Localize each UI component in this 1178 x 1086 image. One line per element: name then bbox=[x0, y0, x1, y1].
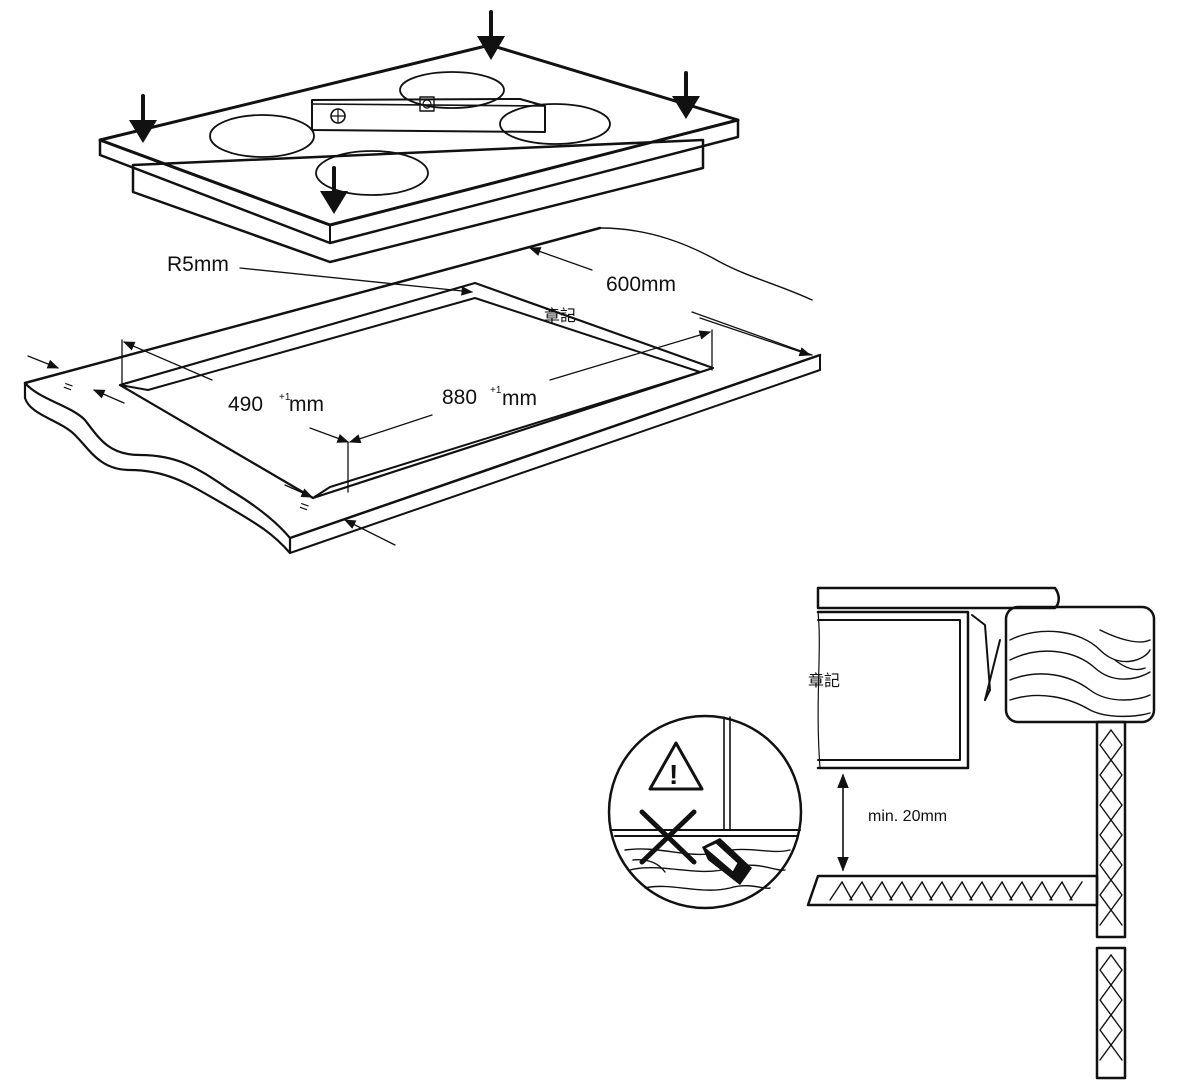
length-label: 880 +1 mm bbox=[442, 385, 537, 410]
depth-label: 600mm bbox=[606, 273, 676, 296]
equal-bottom-label: = bbox=[297, 498, 312, 517]
prohibited-x-icon bbox=[639, 809, 697, 865]
svg-text:+1: +1 bbox=[490, 385, 502, 396]
svg-text:mm: mm bbox=[502, 387, 537, 410]
down-arrow-icon bbox=[477, 10, 505, 60]
svg-text:mm: mm bbox=[289, 393, 324, 416]
svg-text:+1: +1 bbox=[279, 392, 291, 403]
spirit-level-icon bbox=[311, 96, 546, 133]
insertion-arrow-icon bbox=[702, 838, 752, 885]
down-arrow-icon bbox=[672, 71, 700, 119]
width-label: 490 +1 mm bbox=[228, 392, 324, 416]
radius-label: R5mm bbox=[167, 253, 229, 276]
equal-left-label: = bbox=[61, 378, 76, 397]
svg-text:!: ! bbox=[669, 759, 678, 790]
svg-text:880: 880 bbox=[442, 386, 477, 409]
cooking-zone-back bbox=[399, 71, 505, 109]
svg-text:490: 490 bbox=[228, 393, 263, 416]
mark-side-label: 章記 bbox=[808, 672, 840, 690]
down-arrow-icon bbox=[320, 166, 348, 214]
cooking-zone-front bbox=[315, 150, 429, 196]
cooking-zone-left bbox=[209, 114, 315, 158]
countertop bbox=[23, 226, 822, 555]
warning-detail-circle bbox=[607, 714, 803, 910]
dimension-lines bbox=[27, 247, 813, 546]
gap-label: min. 20mm bbox=[868, 808, 947, 825]
hob-appliance bbox=[98, 43, 740, 264]
down-arrow-icon bbox=[129, 94, 157, 143]
warning-triangle-icon: ! bbox=[648, 741, 704, 791]
mark-top-label: 章記 bbox=[544, 307, 576, 325]
cooking-zone-right bbox=[499, 103, 611, 145]
section-detail bbox=[806, 586, 1156, 1080]
